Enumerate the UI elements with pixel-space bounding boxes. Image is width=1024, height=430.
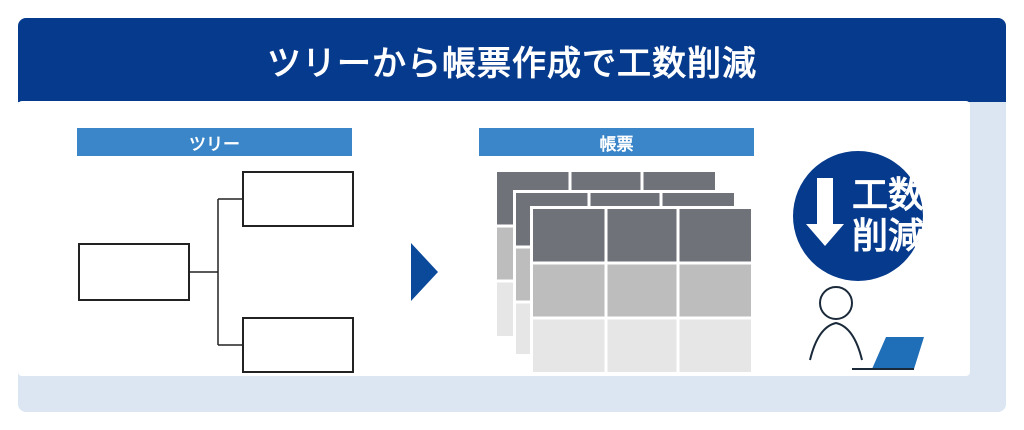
tree-connector-lines: [189, 198, 243, 346]
tree-label-bar: ツリー: [77, 128, 352, 156]
down-arrow-icon: [806, 178, 844, 246]
person-head: [819, 286, 853, 320]
tree-child-node-top: [242, 171, 354, 227]
tree-root-node: [78, 243, 190, 301]
laptop-screen: [872, 337, 924, 369]
report-label-bar: 帳票: [479, 128, 754, 156]
tree-child-node-bottom: [242, 317, 354, 373]
reduction-line1: 工数: [852, 175, 925, 216]
flow-arrow-icon: [411, 243, 438, 301]
tree-label: ツリー: [189, 134, 240, 155]
tree-diagram: [78, 171, 354, 373]
person-body: [809, 321, 863, 361]
title-bar: ツリーから帳票作成で工数削減: [18, 18, 1006, 102]
report-sheet-front: [530, 206, 754, 374]
page-title: ツリーから帳票作成で工数削減: [267, 43, 757, 84]
person-with-laptop-icon: [809, 286, 924, 370]
report-stack-icon: [497, 172, 754, 374]
reduction-line2: 削減: [852, 216, 925, 257]
report-label: 帳票: [599, 134, 634, 155]
